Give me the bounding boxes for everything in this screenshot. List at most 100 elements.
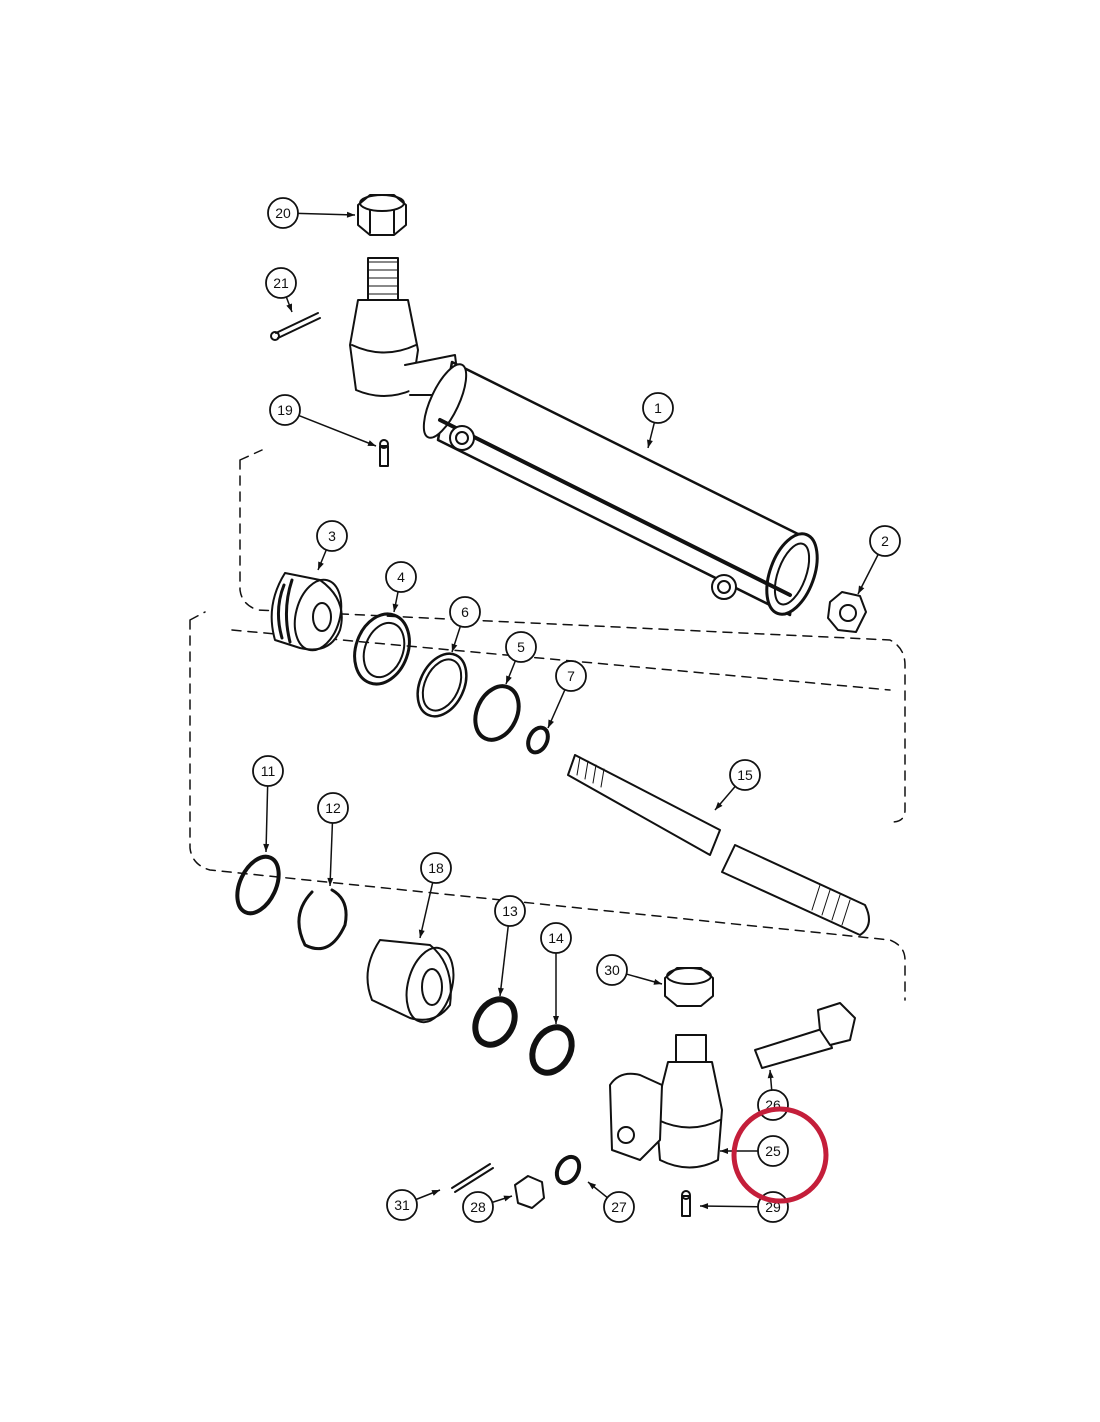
arrowhead-icon [588,1182,597,1190]
callout-19: 19 [269,394,377,447]
washer-part-27 [554,1154,582,1186]
callout-11: 11 [252,755,284,853]
callout-1: 1 [642,392,674,449]
cotter-pin-part-21 [270,312,321,341]
ring-part-4 [353,612,411,686]
ring-part-11 [235,854,281,916]
cotter-pin-part-31 [451,1163,494,1193]
callout-25: 25 [720,1135,789,1167]
callout-6: 6 [449,596,481,653]
arrowhead-icon [451,643,458,652]
callout-label: 25 [765,1143,781,1159]
callout-circle [449,596,481,628]
callout-circle [462,1191,494,1223]
callout-circle [555,660,587,692]
arrowhead-icon [367,440,376,446]
callout-4: 4 [385,561,417,613]
callout-circle [316,520,348,552]
callout-circle [265,267,297,299]
grease-fitting-part-29 [681,1190,691,1217]
callout-circle [252,755,284,787]
leader-line [297,212,356,216]
arrowhead-icon [653,978,662,985]
gland-part-18 [366,939,455,1024]
ring-part-6 [416,652,468,718]
seal-part-13 [472,996,518,1048]
highlight-circle [731,1106,829,1204]
arrowhead-icon [858,585,865,594]
callout-12: 12 [317,792,349,887]
callout-label: 13 [502,903,518,919]
callout-label: 6 [461,604,469,620]
group-outline-upper [239,449,906,823]
callout-label: 14 [548,930,564,946]
callout-label: 12 [325,800,341,816]
callout-label: 2 [881,533,889,549]
callout-15: 15 [714,759,761,811]
callout-label: 15 [737,767,753,783]
arrowhead-icon [327,877,334,886]
callout-7: 7 [547,660,587,729]
callout-label: 21 [273,275,289,291]
lock-nut-part-2 [827,591,867,633]
cylinder-tube-part-1 [422,360,819,617]
callout-18: 18 [418,852,452,939]
arrowhead-icon [497,987,504,996]
arrowhead-icon [553,1016,559,1024]
o-ring-part-5 [473,684,521,742]
callout-29: 29 [699,1191,789,1223]
leader-line [265,785,269,853]
arrowhead-icon [263,843,270,852]
callout-circle [317,792,349,824]
callout-label: 5 [517,639,525,655]
callout-circle [494,895,526,927]
callout-label: 30 [604,962,620,978]
callout-circle [505,631,537,663]
arrowhead-icon [346,211,355,218]
arrowhead-icon [720,1148,728,1154]
callout-21: 21 [265,267,297,313]
callout-circle [267,197,299,229]
callout-28: 28 [462,1191,513,1223]
callout-circle [386,1189,418,1221]
castle-nut-part-30 [664,967,714,1007]
callout-circle [869,525,901,557]
arrowhead-icon [392,603,399,612]
callout-label: 11 [261,763,276,779]
callout-30: 30 [596,954,663,986]
callout-2: 2 [857,525,901,595]
arrowhead-icon [286,303,292,312]
seal-part-14 [529,1024,575,1076]
snap-ring-part-12 [297,888,348,951]
callout-circle [385,561,417,593]
callout-circle [757,1135,789,1167]
arrowhead-icon [700,1203,709,1210]
callout-label: 3 [328,528,336,544]
arrowhead-icon [418,929,425,938]
arrowhead-icon [647,439,653,448]
arrowhead-icon [431,1190,440,1196]
callout-label: 27 [611,1199,627,1215]
callout-14: 14 [540,922,572,1024]
callout-13: 13 [494,895,526,997]
leader-line [699,1205,759,1208]
callout-label: 4 [397,569,405,585]
bolt-part-26 [754,1002,856,1069]
leader-line [329,822,334,887]
callout-27: 27 [587,1181,635,1223]
callout-5: 5 [505,631,537,685]
callout-label: 18 [428,860,444,876]
leader-line [419,882,434,939]
callout-circle [269,394,301,426]
callout-circle [603,1191,635,1223]
nut-part-28 [514,1175,545,1209]
grease-fitting-part-19 [379,439,389,467]
callout-circle [420,852,452,884]
callout-label: 31 [394,1197,410,1213]
callout-label: 20 [275,205,291,221]
callout-31: 31 [386,1189,441,1221]
piston-part-3 [270,572,343,652]
piston-rod-part-15 [567,754,870,936]
callout-label: 19 [277,402,293,418]
